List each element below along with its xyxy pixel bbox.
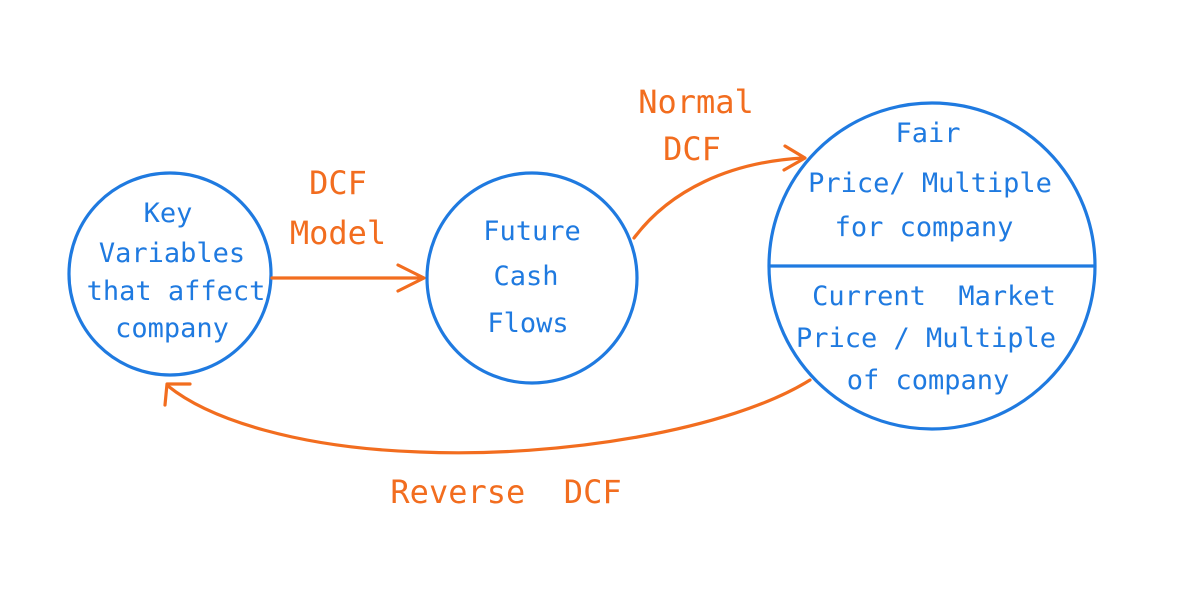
normal-dcf-label-line-2: DCF <box>663 130 721 168</box>
key-variables-line-3: that affect <box>87 276 266 307</box>
reverse-dcf-arrowhead <box>163 382 192 407</box>
dcf-model-label-line-2: Model <box>290 214 386 252</box>
valuation-circle <box>767 101 1097 431</box>
normal-dcf-arrowhead <box>782 144 807 172</box>
future-cash-flows-line-3: Flows <box>487 308 568 339</box>
key-variables-node: Key Variables that affect company <box>67 171 273 377</box>
valuation-node: Fair Price/ Multiple for company Current… <box>767 101 1097 431</box>
current-price-line-3: of company <box>847 365 1010 396</box>
fair-price-line-3: for company <box>835 212 1014 243</box>
key-variables-line-2: Variables <box>99 238 245 269</box>
reverse-dcf-label: Reverse DCF <box>390 473 621 511</box>
key-variables-line-4: company <box>115 313 229 344</box>
fair-price-line-2: Price/ Multiple <box>808 168 1052 199</box>
normal-dcf-label-line-1: Normal <box>638 83 754 121</box>
reverse-dcf-arrow-line <box>166 378 812 455</box>
fair-price-line-1: Fair <box>895 118 960 149</box>
normal-dcf-arrow-line <box>632 156 805 240</box>
future-cash-flows-line-1: Future <box>483 216 581 247</box>
dcf-model-label-line-1: DCF <box>309 164 367 202</box>
future-cash-flows-node: Future Cash Flows <box>425 171 639 385</box>
current-price-line-2: Price / Multiple <box>796 323 1056 354</box>
current-price-line-1: Current Market <box>812 281 1056 312</box>
normal-dcf-edge: Normal DCF <box>632 83 807 240</box>
reverse-dcf-edge: Reverse DCF <box>163 378 812 511</box>
dcf-model-arrowhead <box>396 263 426 293</box>
dcf-model-edge: DCF Model <box>270 164 426 293</box>
key-variables-circle <box>67 171 273 377</box>
future-cash-flows-line-2: Cash <box>493 261 558 292</box>
future-cash-flows-circle <box>425 171 639 385</box>
key-variables-line-1: Key <box>144 198 193 229</box>
